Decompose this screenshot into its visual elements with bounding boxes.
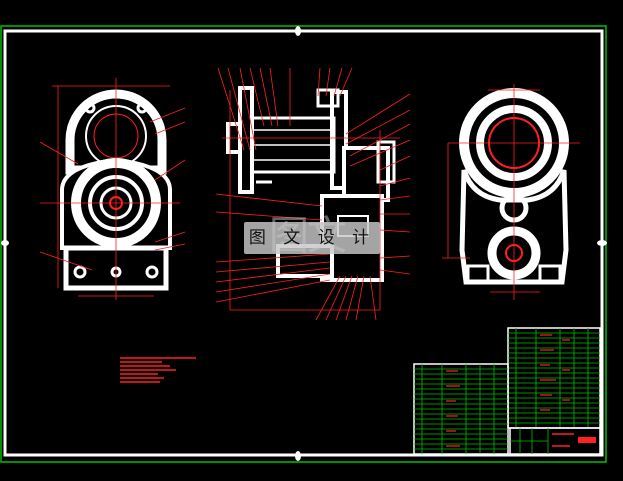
front-view-annotations <box>39 78 186 300</box>
frame-handles <box>1 26 607 461</box>
parts-list-right <box>507 327 601 429</box>
watermark-label: 图 文 设 计 <box>244 222 380 254</box>
parts-list-left <box>413 363 509 455</box>
section-view-annotations <box>215 67 411 321</box>
title-block <box>509 427 601 455</box>
side-view-annotations <box>442 84 580 300</box>
technical-notes <box>120 357 196 383</box>
